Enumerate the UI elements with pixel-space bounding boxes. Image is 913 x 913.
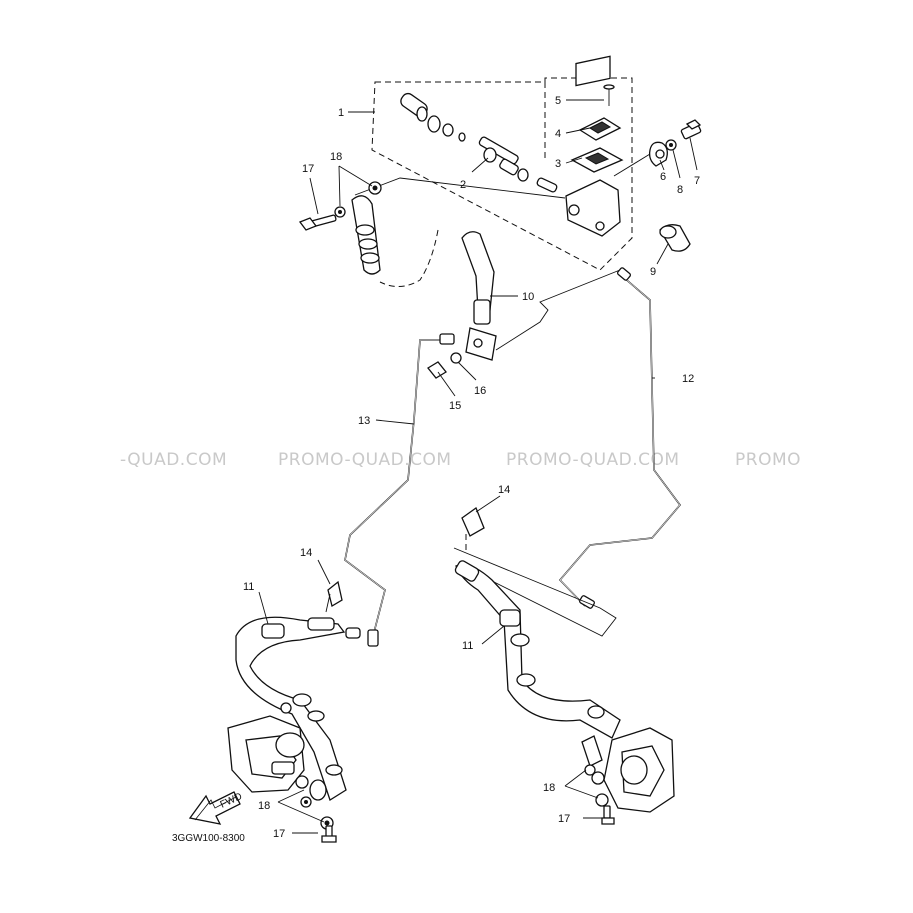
callout-17-left: 17 <box>273 828 285 840</box>
callout-18-top: 18 <box>330 151 342 163</box>
master-cylinder-parts <box>354 55 702 252</box>
watermark-text: PROMO-QUAD.COM <box>278 450 452 470</box>
callout-15: 15 <box>449 400 461 412</box>
callout-8: 8 <box>677 184 683 196</box>
callout-17-right: 17 <box>558 813 570 825</box>
callout-11-left: 11 <box>243 581 254 593</box>
watermark-text: PROMO <box>735 450 801 470</box>
left-caliper <box>227 702 309 793</box>
callout-2: 2 <box>460 179 466 191</box>
callout-14-left: 14 <box>300 547 312 559</box>
right-lower-hose <box>453 506 621 739</box>
callout-labels: 1 2 3 4 5 6 7 8 9 10 11 11 12 13 14 14 1… <box>243 95 700 840</box>
diagram-reference-code: 3GGW100-8300 <box>172 833 245 844</box>
callout-9: 9 <box>650 266 656 278</box>
right-caliper <box>581 727 675 813</box>
callout-18-left: 18 <box>258 800 270 812</box>
watermark-text: PROMO-QUAD.COM <box>506 450 680 470</box>
callout-16: 16 <box>474 385 486 397</box>
master-cylinder-assembly-outline <box>371 77 633 271</box>
watermark-row: -QUAD.COM PROMO-QUAD.COM PROMO-QUAD.COM … <box>120 450 801 470</box>
leader-lines <box>258 99 698 834</box>
callout-18-right: 18 <box>543 782 555 794</box>
callout-3: 3 <box>555 158 561 170</box>
callout-11-right: 11 <box>462 640 473 652</box>
brake-pipes <box>344 267 682 647</box>
callout-13: 13 <box>358 415 370 427</box>
callout-4: 4 <box>555 128 561 140</box>
watermark-text: -QUAD.COM <box>120 450 227 470</box>
callout-17-top: 17 <box>302 163 314 175</box>
callout-1: 1 <box>338 107 344 119</box>
callout-10: 10 <box>522 291 534 303</box>
callout-12: 12 <box>682 373 694 385</box>
lower-fittings <box>300 764 615 843</box>
fwd-arrow-icon: FWD <box>188 791 244 825</box>
callout-6: 6 <box>660 171 666 183</box>
left-upper-fittings <box>298 181 382 275</box>
upper-hose <box>379 229 621 361</box>
callout-14-right: 14 <box>498 484 510 496</box>
callout-5: 5 <box>555 95 561 107</box>
callout-7: 7 <box>694 175 700 187</box>
